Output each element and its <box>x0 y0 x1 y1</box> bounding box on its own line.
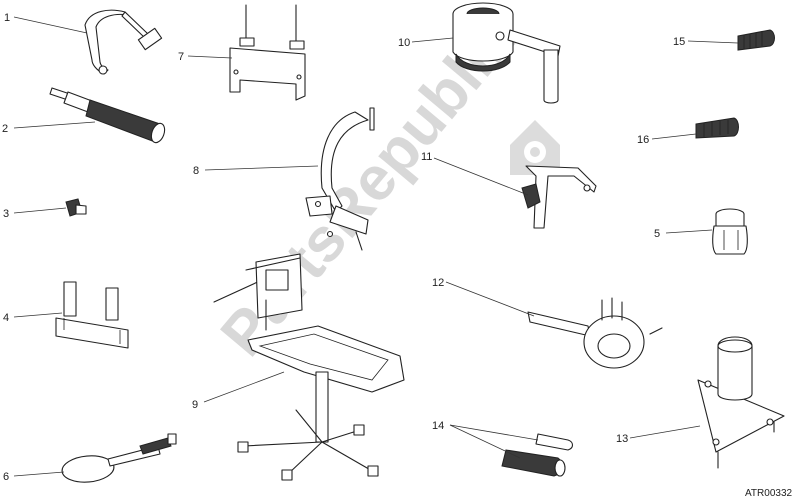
leader-10 <box>411 37 454 43</box>
callout-7: 7 <box>178 51 184 63</box>
callout-15: 15 <box>673 36 685 48</box>
leader-12 <box>445 281 535 317</box>
callout-6: 6 <box>3 471 9 483</box>
leader-6 <box>13 471 65 477</box>
tool-6-strap-wrench <box>61 433 177 483</box>
drawing-reference-code: ATR00332 <box>745 488 793 499</box>
gear-in-house-icon <box>510 120 560 175</box>
callout-13: 13 <box>616 433 628 445</box>
leader-4 <box>13 312 63 318</box>
leader-14b <box>449 424 539 441</box>
leader-14a <box>449 424 521 459</box>
tool-10-crank-ring <box>452 2 561 104</box>
callout-11: 11 <box>421 151 432 163</box>
tool-3-socket <box>65 198 87 217</box>
tool-16-threaded-pin <box>695 117 739 139</box>
leader-13 <box>629 425 701 439</box>
tool-8-curved-arm <box>305 107 375 251</box>
callout-16: 16 <box>637 134 649 146</box>
tool-2-driver-tool <box>49 87 166 144</box>
callout-10: 10 <box>398 37 410 49</box>
callout-1: 1 <box>4 12 10 24</box>
tool-7-pin-plate <box>229 4 306 101</box>
tool-1-hook-wrench <box>84 9 163 75</box>
tool-14-pin-pair <box>501 433 574 477</box>
callout-5: 5 <box>654 228 660 240</box>
tool-5-slotted-sleeve <box>712 208 748 255</box>
leader-5 <box>665 229 713 234</box>
leader-1 <box>13 16 88 34</box>
leader-9 <box>203 371 285 403</box>
callout-4: 4 <box>3 312 9 324</box>
tool-13-triangular-base <box>697 336 785 469</box>
leader-16 <box>651 133 697 140</box>
leader-7 <box>187 55 233 59</box>
callout-2: 2 <box>2 123 8 135</box>
leader-11 <box>433 157 529 196</box>
callout-3: 3 <box>3 208 9 220</box>
tool-11-knob-bracket <box>521 165 597 229</box>
tool-9-workshop-stand <box>213 253 405 481</box>
leader-8 <box>204 165 319 171</box>
callout-12: 12 <box>432 277 444 289</box>
leader-15 <box>687 40 739 44</box>
tool-4-bracket <box>55 281 129 349</box>
leader-3 <box>13 207 67 214</box>
tool-12-timing-ring <box>527 297 663 369</box>
tool-15-threaded-pin <box>737 29 775 51</box>
callout-8: 8 <box>193 165 199 177</box>
callout-9: 9 <box>192 399 198 411</box>
leader-2 <box>13 121 96 129</box>
callout-14: 14 <box>432 420 444 432</box>
